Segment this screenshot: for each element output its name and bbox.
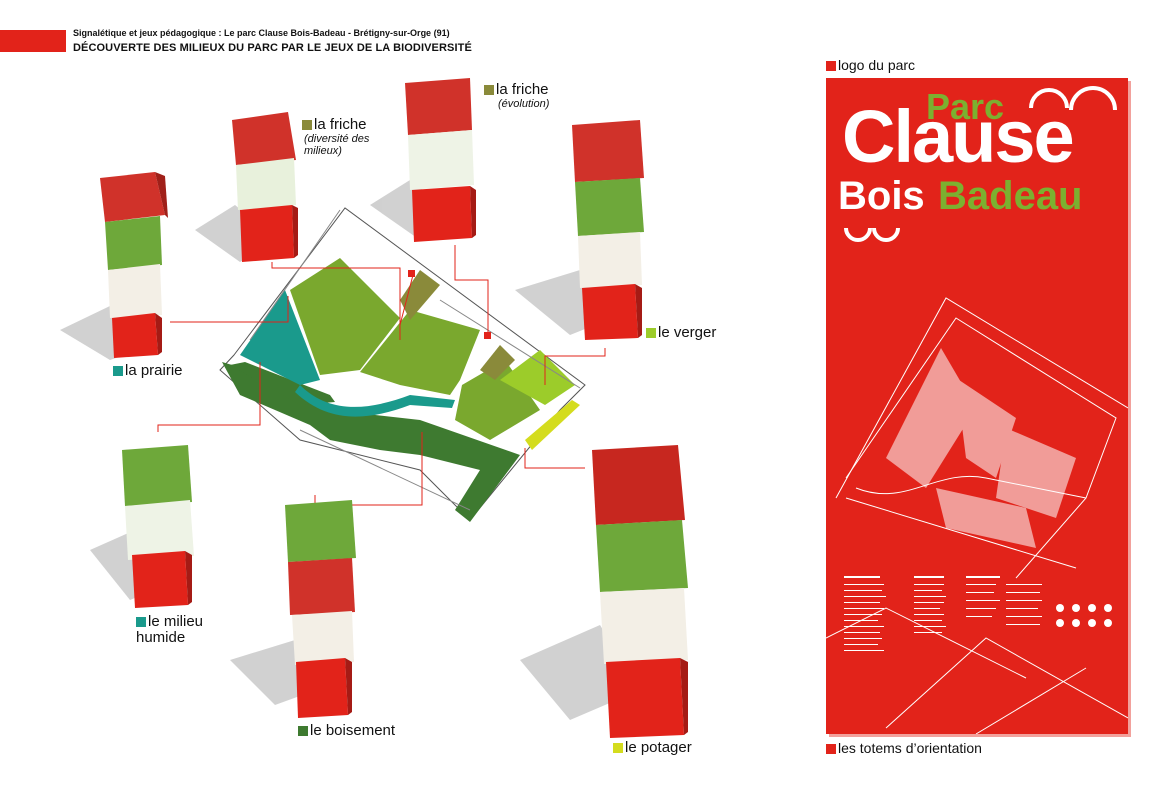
totem-prairie [100, 172, 168, 358]
legend-text-lines [844, 576, 1042, 651]
friche-swatch [484, 85, 494, 95]
header-accent-bar [0, 30, 66, 52]
park-map [157, 207, 606, 522]
totems-label-swatch [826, 744, 836, 754]
label-friche-diversite-sub: (diversité des milieux) [304, 133, 370, 157]
boisement-swatch [298, 726, 308, 736]
logo-arcs [844, 86, 1117, 242]
potager-swatch [613, 743, 623, 753]
totem-verger [572, 120, 644, 340]
label-potager: le potager [613, 740, 692, 756]
map-friche-zone [400, 270, 440, 320]
map-hatched-zones [886, 348, 1076, 548]
logo-label-swatch [826, 61, 836, 71]
orientation-totem-panel: Parc Clause Bois Badeau [826, 78, 1128, 734]
label-boisement: le boisement [298, 723, 395, 739]
label-verger: le verger [646, 325, 716, 341]
totem-friche-diversite [232, 112, 298, 262]
map-prairie-zone [240, 290, 320, 385]
header-title: DÉCOUVERTE DES MILIEUX DU PARC PAR LE JE… [73, 42, 472, 54]
label-totems: les totems d’orientation [826, 740, 982, 756]
prairie-swatch [113, 366, 123, 376]
legend-pictos [1056, 604, 1112, 627]
logo-badeau-text: Badeau [938, 174, 1083, 218]
logo-bois-text: Bois [838, 174, 925, 218]
totem-boisement [285, 500, 356, 718]
map-potager-zone [525, 400, 580, 450]
orientation-map [826, 86, 1128, 734]
totem-potager [592, 445, 688, 738]
logo-parc-text: Parc [926, 86, 1005, 127]
label-friche-evolution: la friche (évolution) [484, 82, 549, 110]
verger-swatch [646, 328, 656, 338]
label-logo-du-parc: logo du parc [826, 57, 915, 73]
label-friche-diversite: la friche (diversité des milieux) [302, 117, 384, 157]
label-friche-evolution-sub: (évolution) [498, 98, 550, 110]
label-prairie: la prairie [113, 363, 183, 379]
map-verger-zone [500, 350, 575, 405]
map-meadow-zone [290, 258, 400, 375]
milieu-humide-swatch [136, 617, 146, 627]
totem-friche-evolution [405, 78, 476, 242]
map-lines [826, 297, 1128, 734]
logo-clause-text: Clause [842, 95, 1075, 178]
totem-milieu-humide [122, 445, 194, 608]
label-milieu-humide: le milieu humide [136, 613, 204, 646]
header-subtitle: Signalétique et jeux pédagogique : Le pa… [73, 28, 450, 38]
friche-swatch [302, 120, 312, 130]
park-illustration [60, 78, 688, 738]
